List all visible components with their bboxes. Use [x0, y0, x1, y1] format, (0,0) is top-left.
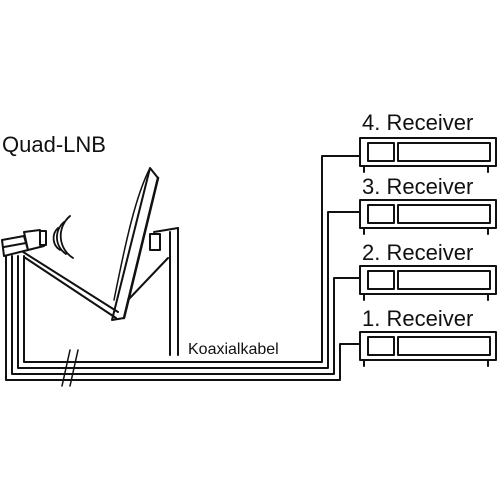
receiver-1-box — [359, 331, 497, 367]
lnb-arm — [19, 249, 119, 319]
receiver-2-box — [359, 265, 497, 301]
lnb-icon — [1, 229, 47, 257]
receiver-3-label: 3. Receiver — [362, 174, 474, 199]
coax-cables — [5, 155, 363, 381]
signal-waves-icon — [52, 215, 74, 259]
cable-break-mark — [61, 349, 79, 387]
cable-label: Koaxialkabel — [188, 341, 279, 358]
dish-icon — [111, 167, 160, 321]
receiver-4-box — [359, 137, 497, 173]
lnb-label: Quad-LNB — [2, 132, 106, 157]
dish-mount — [127, 227, 179, 356]
receiver-1-label: 1. Receiver — [362, 306, 474, 331]
receiver-3-box — [359, 199, 497, 235]
receiver-4-label: 4. Receiver — [362, 110, 474, 135]
receiver-2-label: 2. Receiver — [362, 240, 474, 265]
